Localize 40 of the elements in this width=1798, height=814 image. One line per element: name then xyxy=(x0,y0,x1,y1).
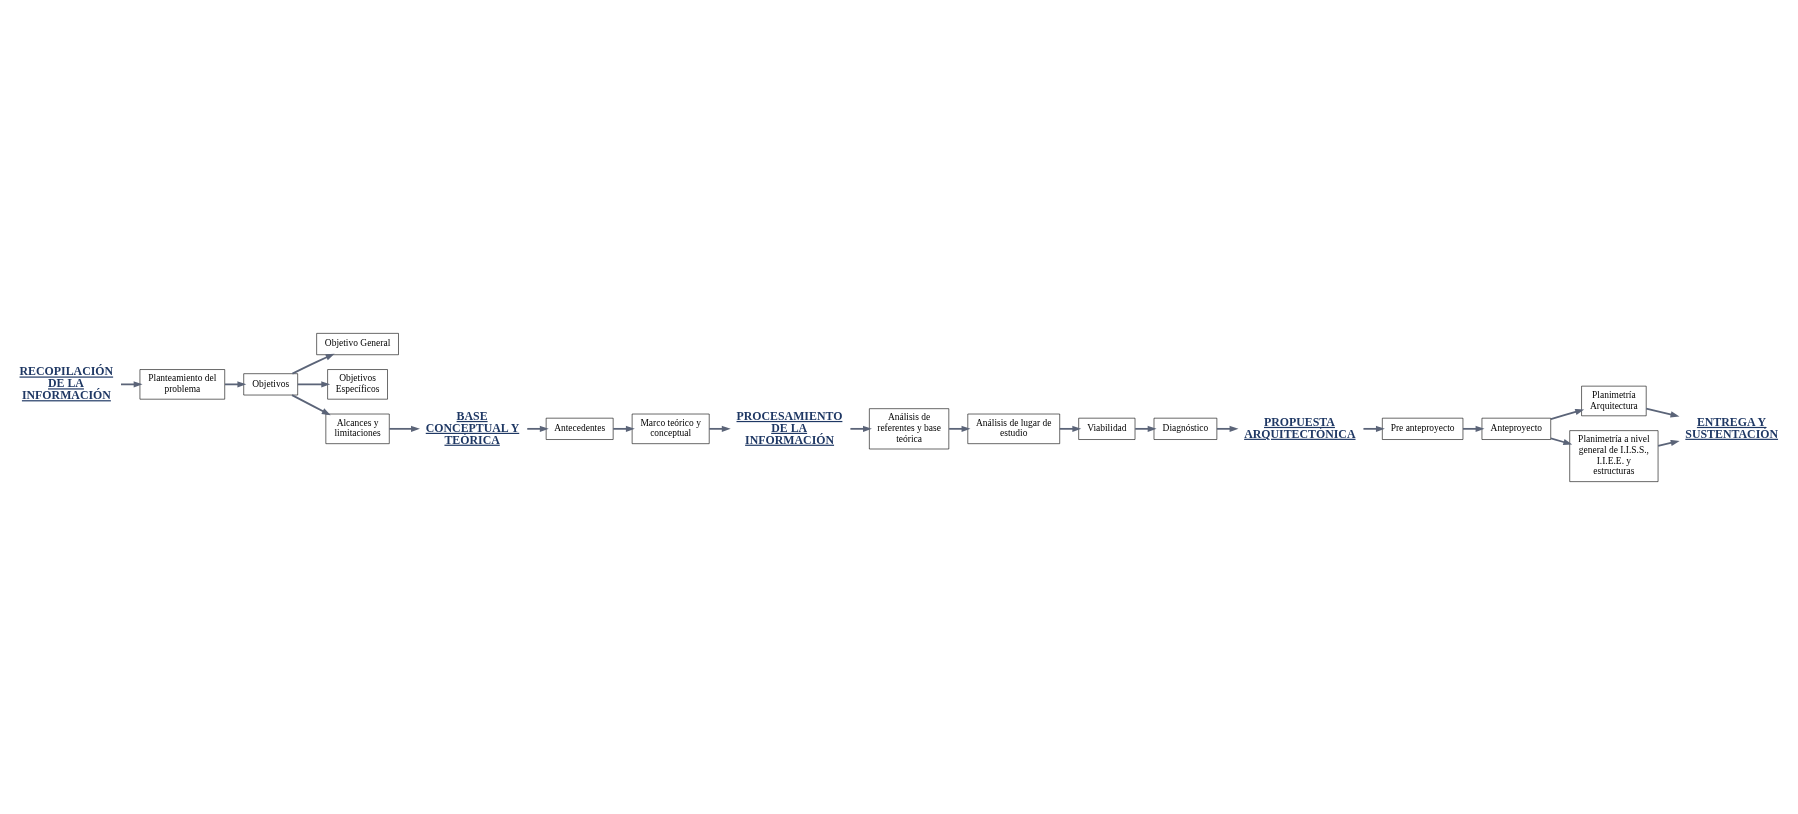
arrow xyxy=(1645,407,1680,417)
node-box: Marco teórico y conceptual xyxy=(631,413,710,444)
arrow xyxy=(708,425,731,432)
arrow xyxy=(948,425,971,432)
node-box: Planimetría a nivel general de I.I.S.S., I.I.E.E. y estructuras xyxy=(1569,429,1659,482)
arrow xyxy=(849,425,872,432)
arrow xyxy=(1657,439,1680,447)
arrow xyxy=(1462,425,1485,432)
node-box: Viabilidad xyxy=(1078,417,1136,440)
arrow xyxy=(296,380,331,387)
arrow xyxy=(1058,425,1082,432)
node-box: Objetivos Específicos xyxy=(327,368,388,399)
arrow xyxy=(388,425,420,432)
arrow xyxy=(1216,425,1239,432)
node-box: Análisis de lugar de estudio xyxy=(967,413,1060,444)
node-box: Anteproyecto xyxy=(1481,417,1552,440)
arrow xyxy=(224,380,247,387)
node-text: PROPUESTA ARQUITECTÓNICA xyxy=(1244,414,1356,441)
arrow xyxy=(1134,425,1157,432)
node-box: Pre anteproyecto xyxy=(1382,417,1464,440)
arrow xyxy=(1550,408,1585,420)
node-text: BASE CONCEPTUAL Y TEÓRICA xyxy=(425,408,520,447)
arrow xyxy=(612,425,635,432)
arrow xyxy=(526,425,549,432)
arrow xyxy=(1362,425,1385,432)
node-box: Objetivos xyxy=(243,372,298,395)
node-box: Planteamiento del problema xyxy=(139,368,226,399)
node-text: PROCESAMIENTO DE LA INFORMACIÓN xyxy=(736,408,843,447)
node-text: RECOPILACIÓN DE LA INFORMACIÓN xyxy=(19,363,114,402)
node-box: Alcances y limitaciones xyxy=(325,413,390,444)
node-box: Antecedentes xyxy=(545,417,614,440)
node-text: ENTREGA Y SUSTENTACIÓN xyxy=(1685,414,1779,441)
node-box: Planimetría Arquitectura xyxy=(1581,385,1647,416)
arrow xyxy=(1550,437,1573,445)
arrow xyxy=(291,393,331,415)
arrow xyxy=(291,353,335,374)
node-box: Análisis de referentes y base teórica xyxy=(869,407,950,449)
node-box: Diagnóstico xyxy=(1153,417,1218,440)
arrow xyxy=(120,380,143,387)
node-box: Objetivo General xyxy=(316,332,399,355)
